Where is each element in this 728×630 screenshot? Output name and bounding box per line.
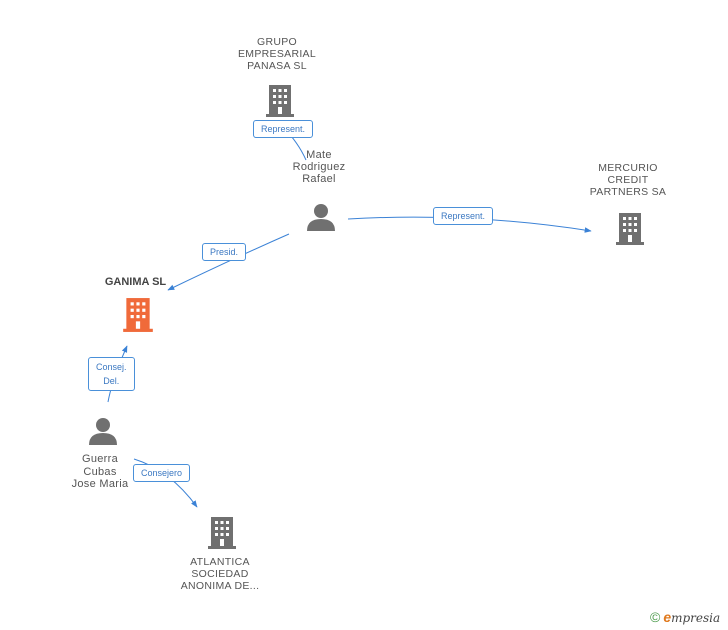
node-label-guerra-cubas-jose-maria[interactable]: Guerra Cubas Jose Maria: [71, 453, 129, 490]
node-label-grupo-empresarial-panasa[interactable]: GRUPO EMPRESARIAL PANASA SL: [238, 36, 316, 72]
copyright-symbol: ©: [650, 609, 661, 625]
brand-logo-e: e: [663, 609, 672, 625]
edge-label-consejero[interactable]: Consejero: [133, 464, 191, 482]
node-label-mercurio-credit-partners[interactable]: MERCURIO CREDIT PARTNERS SA: [589, 162, 667, 198]
person-icon[interactable]: [306, 202, 336, 232]
node-label-ganima[interactable]: GANIMA SL: [104, 276, 167, 288]
building-icon[interactable]: [615, 212, 645, 246]
building-icon[interactable]: [207, 516, 237, 550]
building-icon[interactable]: [265, 84, 295, 118]
edge-label-represent[interactable]: Represent.: [253, 120, 314, 138]
person-icon[interactable]: [88, 416, 118, 446]
edge-label-represent[interactable]: Represent.: [433, 207, 494, 225]
edge-mate-ganima: [167, 233, 290, 291]
node-label-mate-rodriguez-rafael[interactable]: Mate Rodriguez Rafael: [292, 149, 346, 185]
edge-label-consej-del[interactable]: Consej. Del.: [88, 357, 135, 391]
building-icon-main[interactable]: [122, 297, 154, 333]
edge-label-presid[interactable]: Presid.: [202, 243, 247, 261]
brand-logo-text: mpresia: [671, 611, 721, 625]
node-label-atlantica-sociedad-anonima[interactable]: ATLANTICA SOCIEDAD ANONIMA DE...: [180, 556, 260, 592]
footer-brand: ©empresia: [650, 609, 720, 625]
